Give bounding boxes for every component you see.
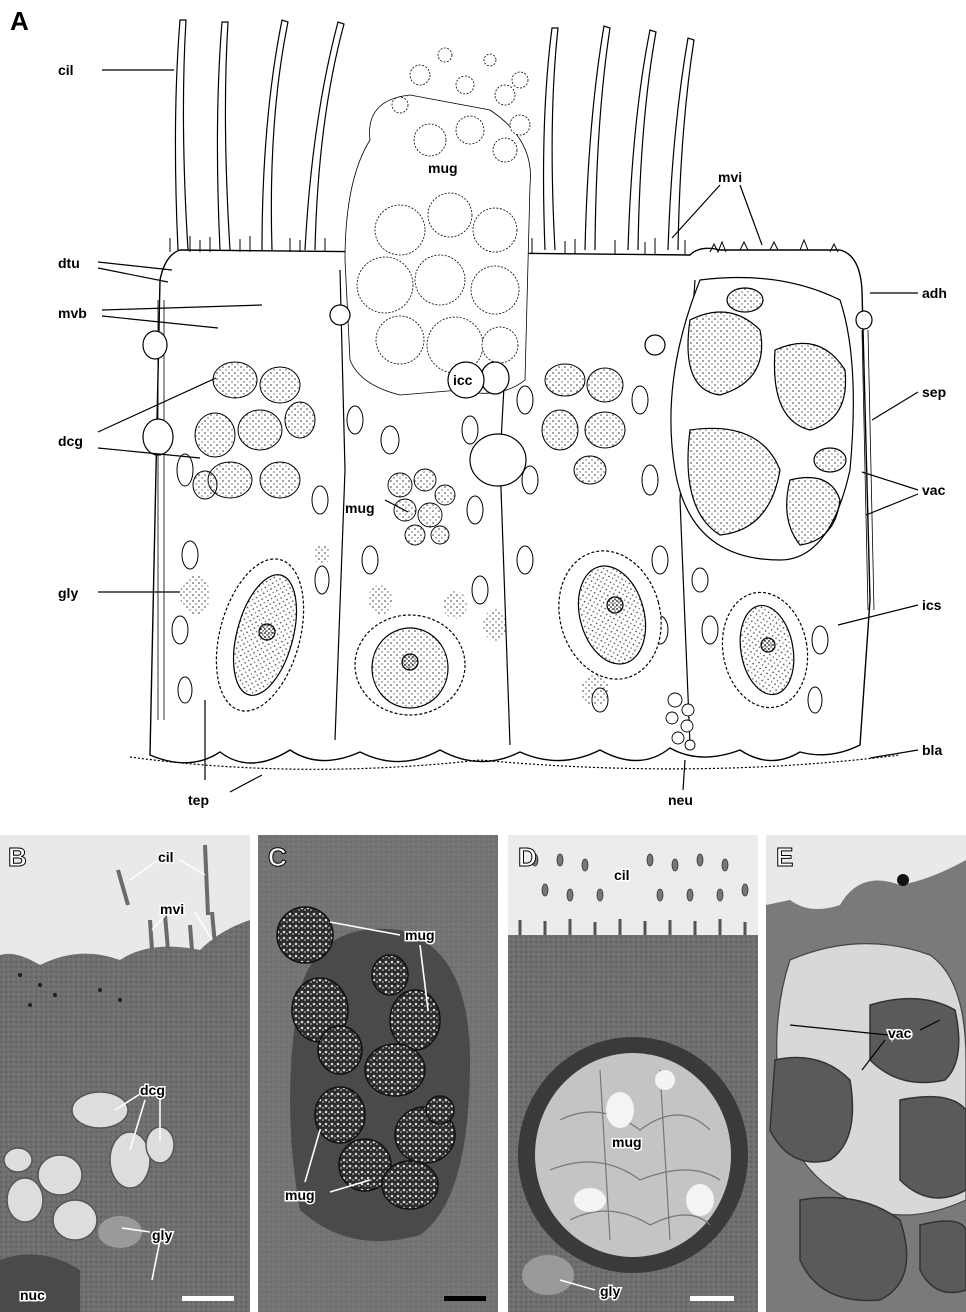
label-cil: cil [58,62,74,78]
label-c-mug-bottom: mug [285,1187,315,1203]
panel-letter-a: A [10,8,29,34]
label-neu: neu [668,792,693,808]
label-bla: bla [922,742,942,758]
label-icc: icc [453,372,473,388]
label-ics: ics [922,597,942,613]
label-dtu: dtu [58,255,80,271]
label-d-cil: cil [614,867,630,883]
label-b-mvi: mvi [160,901,184,917]
vacuoles [671,278,853,561]
label-mvi: mvi [718,169,742,185]
panel-a-drawing: cil dtu mvb dcg gly tep mug mug icc mvi [58,20,947,808]
panel-letter-e: E [776,842,793,872]
mucus-secretion [345,48,531,395]
label-c-mug-top: mug [405,927,435,943]
scale-bar-c [444,1296,486,1301]
label-sep: sep [922,384,946,400]
label-mug: mug [428,160,458,176]
label-d-mug: mug [612,1134,642,1150]
label-b-dcg: dcg [140,1082,165,1098]
label-b-cil: cil [158,849,174,865]
label-dcg: dcg [58,433,83,449]
panel-b-micrograph: B cil mvi dcg gly nuc [0,835,250,1312]
label-e-vac: vac [888,1025,912,1041]
panel-e-micrograph: E vac [766,835,966,1312]
panel-letter-d: D [518,842,537,872]
label-mug-2: mug [345,500,375,516]
scale-bar-d [690,1296,734,1301]
label-vac: vac [922,482,946,498]
label-b-gly: gly [152,1227,172,1243]
panel-letter-c: C [268,842,287,872]
panel-letter-b: B [8,842,27,872]
label-d-gly: gly [600,1283,620,1299]
panel-d-micrograph: D cil mug gly [508,835,758,1312]
panel-c-micrograph: C mug mug [258,835,498,1312]
label-b-nuc: nuc [20,1287,45,1303]
label-mvb: mvb [58,305,87,321]
label-gly: gly [58,585,78,601]
label-tep: tep [188,792,209,808]
scale-bar-b [182,1296,234,1301]
label-adh: adh [922,285,947,301]
